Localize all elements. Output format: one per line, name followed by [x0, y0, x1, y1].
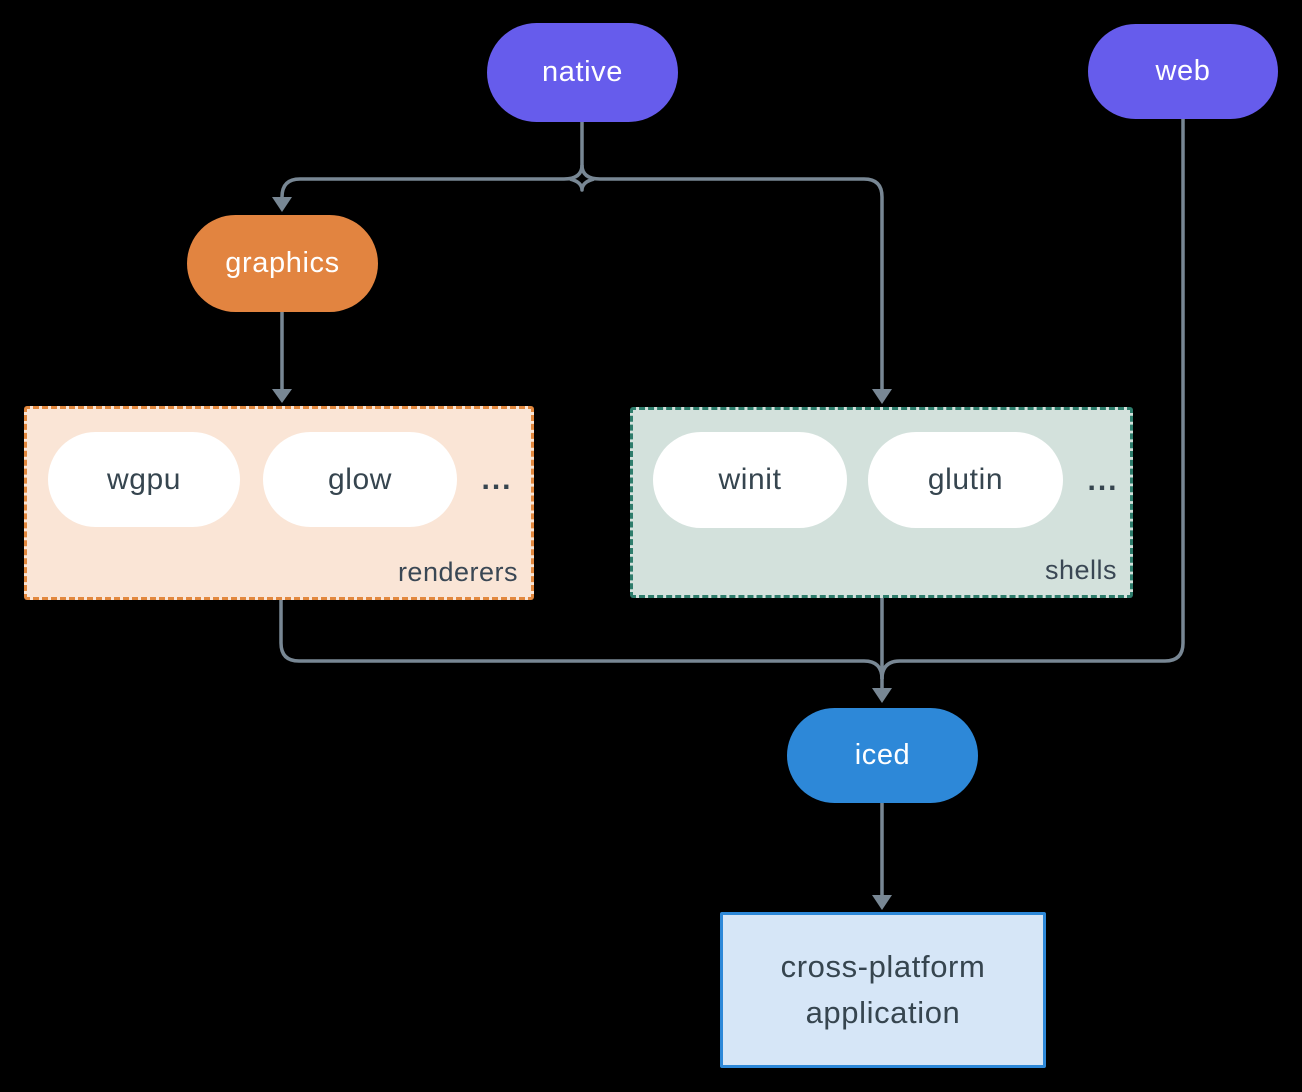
arrowhead-into-graphics — [272, 197, 292, 212]
node-native: native — [487, 23, 678, 122]
shells-ellipsis: ... — [1087, 464, 1119, 497]
arrowhead-into-shells — [872, 389, 892, 404]
renderers-group-label: renderers — [397, 557, 518, 587]
node-web: web — [1088, 24, 1278, 119]
group-shells: winit glutin ... shells — [630, 407, 1133, 598]
node-winit: winit — [653, 432, 847, 528]
node-native-label: native — [542, 56, 623, 88]
node-wgpu: wgpu — [48, 432, 240, 527]
node-glow-label: glow — [327, 462, 393, 496]
connector-split-vee — [569, 177, 595, 192]
node-web-label: web — [1155, 55, 1211, 87]
connector-split-right — [580, 164, 884, 389]
application-label-line1: cross-platform — [780, 949, 986, 984]
node-cross-platform-application: cross-platform application — [720, 912, 1046, 1068]
node-wgpu-label: wgpu — [106, 462, 182, 496]
arrowhead-into-iced — [872, 688, 892, 703]
node-winit-label: winit — [718, 463, 782, 496]
node-graphics-label: graphics — [225, 247, 340, 279]
connector-renderers-merge — [279, 600, 884, 680]
shells-group-label: shells — [1044, 555, 1117, 585]
connector-split-left — [280, 164, 584, 198]
node-graphics: graphics — [187, 215, 378, 312]
group-renderers: wgpu glow ... renderers — [24, 406, 534, 600]
renderers-ellipsis: ... — [481, 463, 513, 496]
node-glow: glow — [263, 432, 457, 527]
node-glutin: glutin — [868, 432, 1063, 528]
arrowhead-into-application — [872, 895, 892, 910]
arrowhead-into-renderers — [272, 389, 292, 403]
application-label-line2: application — [805, 995, 961, 1030]
node-iced: iced — [787, 708, 978, 803]
node-iced-label: iced — [854, 739, 911, 771]
node-glutin-label: glutin — [927, 463, 1004, 496]
